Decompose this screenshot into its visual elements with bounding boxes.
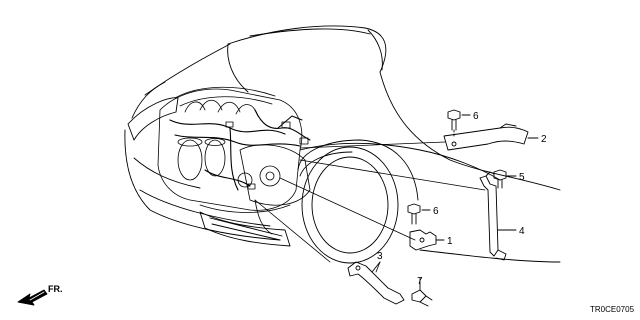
part-6-lower-bolt [407,203,431,225]
callout-numbers: 2 6 5 4 6 1 3 7 [377,111,547,287]
callout-2: 2 [541,134,547,145]
callout-3: 3 [377,251,383,262]
part-5-bolt [493,169,517,189]
callout-4: 4 [519,226,525,237]
front-direction-label: FR. [48,284,63,294]
callout-6-lower: 6 [433,206,439,217]
diagram-reference-code: TR0CE0705 [590,305,635,314]
front-arrow-icon [17,289,48,306]
front-direction-indicator: FR. [17,284,63,306]
part-4-stay-bracket [479,171,517,261]
leader-lines [254,141,486,263]
callout-5: 5 [519,172,525,183]
car-body-outline [124,25,561,263]
callout-7: 7 [417,276,423,287]
callout-6-upper: 6 [473,111,479,122]
part-3-curved-stay [347,261,405,305]
front-wheel [297,139,419,264]
part-6-upper-bolt [447,109,471,137]
callout-1: 1 [447,236,453,247]
callout-ticks [375,261,421,285]
part-2-bracket-plate [443,123,539,151]
part-7-bolt [411,283,433,307]
part-1-small-bracket [409,229,445,251]
engine-assembly [157,86,311,235]
